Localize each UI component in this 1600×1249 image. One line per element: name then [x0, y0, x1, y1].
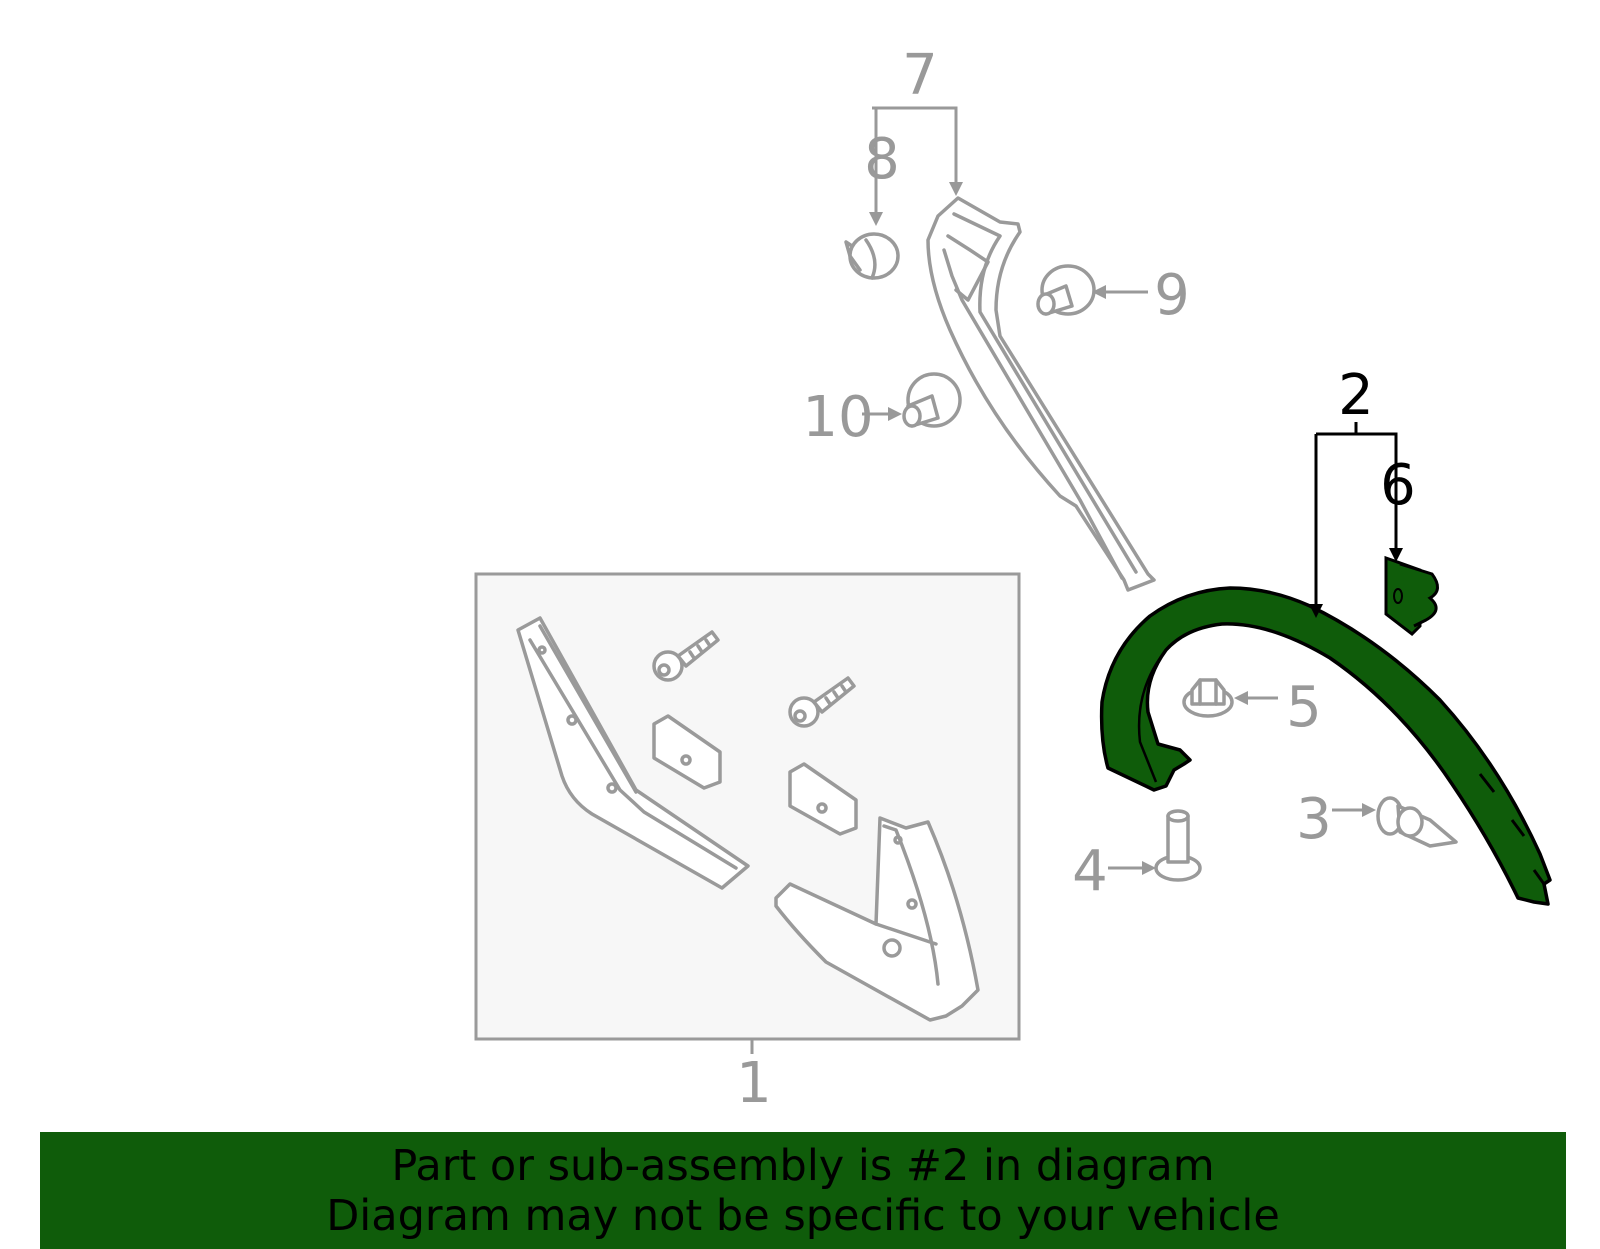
callout-7[interactable]: 7	[902, 43, 938, 108]
banner-line-part: Part or sub-assembly is #2 in diagram	[391, 1140, 1215, 1191]
shield-part-7[interactable]	[926, 196, 1156, 592]
rivet-part-3[interactable]	[1376, 796, 1458, 848]
callout-10[interactable]: 10	[802, 385, 873, 450]
clip-part-10[interactable]	[902, 372, 962, 428]
callout-8[interactable]: 8	[864, 127, 900, 192]
callout-6[interactable]: 6	[1380, 453, 1416, 518]
stud-part-4[interactable]	[1154, 809, 1202, 882]
nut-part-5[interactable]	[1182, 678, 1234, 718]
clip-part-9[interactable]	[1036, 264, 1096, 316]
kit-box-part-1[interactable]	[474, 572, 1021, 1041]
push-pin-part-8[interactable]	[844, 232, 900, 280]
fender-flare-part-2[interactable]	[1099, 586, 1552, 906]
callout-3[interactable]: 3	[1296, 787, 1332, 852]
callout-5[interactable]: 5	[1286, 675, 1322, 740]
callout-1[interactable]: 1	[736, 1051, 772, 1116]
callout-4[interactable]: 4	[1072, 839, 1108, 904]
leader-6	[1316, 432, 1398, 552]
clip-part-6[interactable]	[1384, 555, 1439, 636]
callout-2[interactable]: 2	[1338, 363, 1374, 428]
leader-7	[872, 106, 958, 186]
banner-line-disclaimer: Diagram may not be specific to your vehi…	[326, 1190, 1280, 1241]
notice-banner: Part or sub-assembly is #2 in diagram Di…	[40, 1132, 1566, 1249]
callout-9[interactable]: 9	[1154, 263, 1190, 328]
